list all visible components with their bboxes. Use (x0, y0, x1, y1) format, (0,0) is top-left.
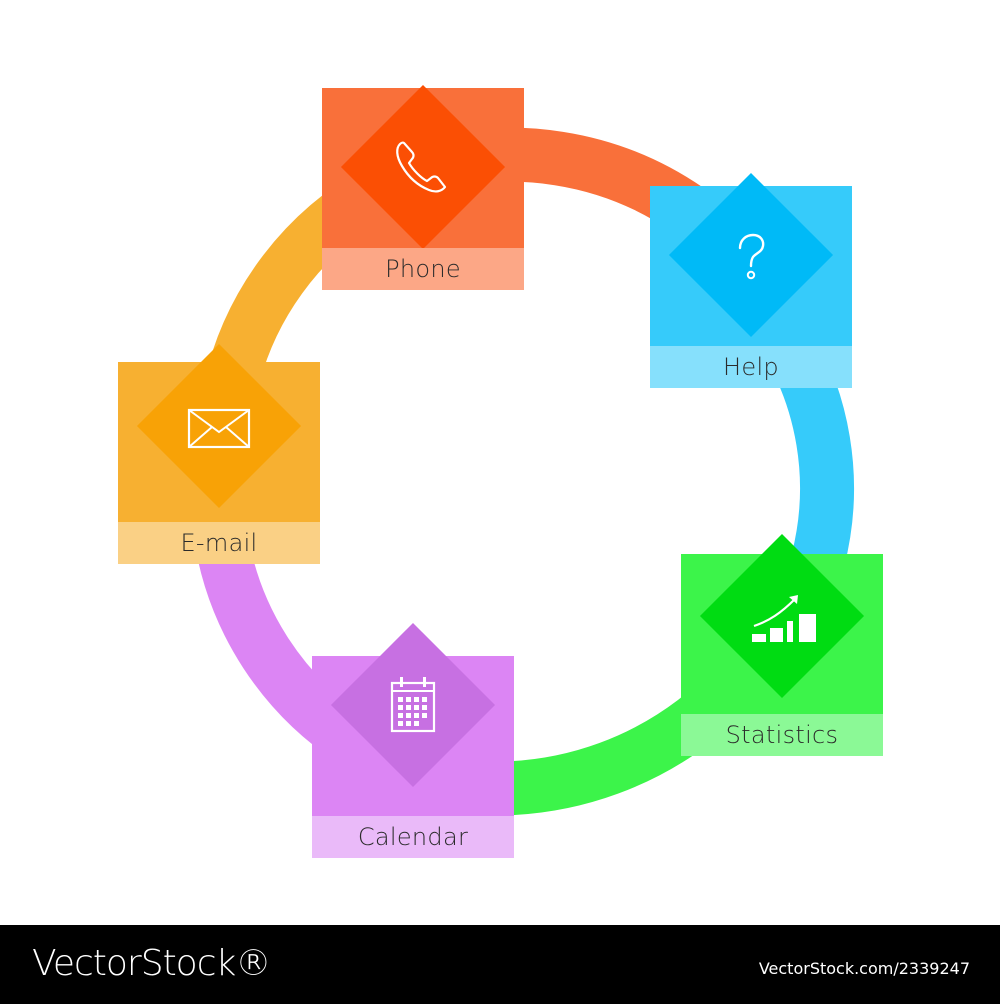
calendar-label: Calendar (312, 816, 514, 858)
brand-logo: VectorStock® (32, 943, 271, 984)
phone-icon (378, 122, 468, 212)
help-card: Help (650, 172, 852, 388)
image-id: VectorStock.com/2339247 (758, 959, 970, 978)
phone-card: Phone (322, 84, 524, 290)
question-icon (706, 210, 796, 300)
help-label: Help (650, 346, 852, 388)
email-label: E-mail (118, 522, 320, 564)
cycle-diagram: Phone Help Statistics (118, 84, 883, 858)
bar-chart-icon (737, 571, 827, 661)
calendar-card: Calendar (312, 622, 514, 858)
footer-bar: VectorStock® VectorStock.com/2339247 (0, 925, 1000, 1004)
envelope-icon (174, 381, 264, 471)
statistics-card: Statistics (681, 533, 883, 756)
email-card: E-mail (118, 343, 320, 564)
calendar-icon (368, 660, 458, 750)
statistics-label: Statistics (681, 714, 883, 756)
phone-label: Phone (322, 248, 524, 290)
